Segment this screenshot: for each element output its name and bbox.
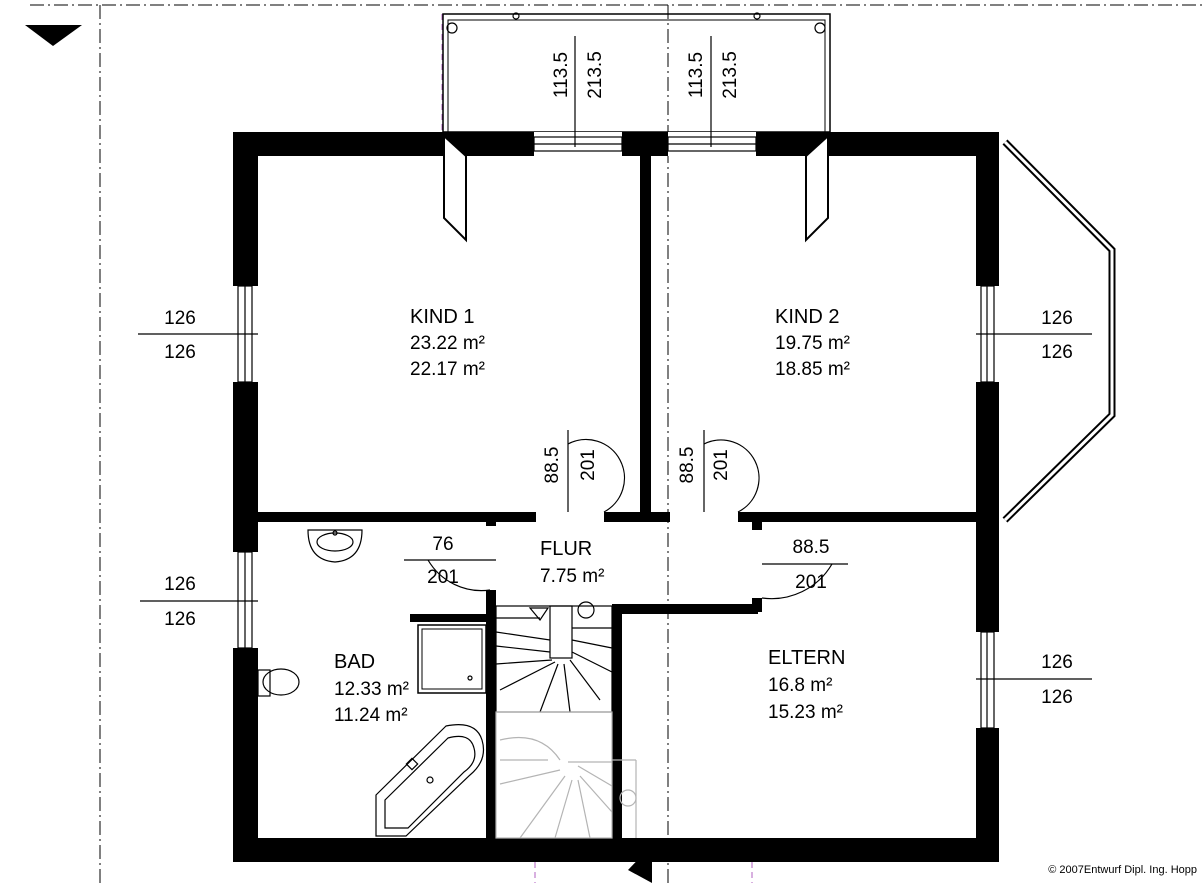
dim-label: 126 [164,342,196,363]
room-kind1: KIND 1 23.22 m² 22.17 m² [410,306,485,380]
dim-label: 201 [711,449,732,481]
room-eltern: ELTERN 16.8 m² 15.23 m² [768,647,845,723]
door-dimensions: 88.5 201 88.5 201 76 201 88.5 201 [427,447,829,593]
room-area-net: 15.23 m² [768,702,843,723]
room-kind2: KIND 2 19.75 m² 18.85 m² [775,306,850,380]
room-area-gross: 16.8 m² [768,675,832,696]
room-area-net: 18.85 m² [775,359,850,380]
dim-label: 201 [427,567,459,588]
dim-label: 126 [1041,652,1073,673]
sink-icon [307,529,363,563]
copyright: © 2007Entwurf Dipl. Ing. Hopp [1048,864,1197,876]
room-name: ELTERN [768,647,845,669]
dim-label: 213.5 [720,51,741,99]
dim-label: 126 [1041,687,1073,708]
walls [233,132,999,862]
dim-label: 213.5 [585,51,606,99]
dim-label: 88.5 [677,447,698,484]
dim-label: 76 [432,534,453,555]
dim-label: 113.5 [551,52,572,98]
room-area-gross: 7.75 m² [540,566,604,587]
dim-label: 201 [578,449,599,481]
dim-label: 88.5 [542,447,563,484]
bay-window [1002,139,1116,523]
bathroom-fixtures [257,529,485,837]
room-name: BAD [334,651,375,673]
staircase [495,601,637,839]
window-dimension-lines [138,36,1092,680]
bathtub-icon [375,724,485,837]
room-area-gross: 19.75 m² [775,333,850,354]
room-flur: FLUR 7.75 m² [540,538,604,587]
room-area-net: 22.17 m² [410,359,485,380]
dim-label: 113.5 [686,52,707,98]
room-area-gross: 12.33 m² [334,679,409,700]
room-bad: BAD 12.33 m² 11.24 m² [334,651,409,726]
dim-label: 126 [1041,342,1073,363]
dim-label: 201 [795,572,827,593]
dim-label: 126 [164,308,196,329]
room-name: FLUR [540,538,592,560]
room-area-gross: 23.22 m² [410,333,485,354]
dim-label: 126 [164,574,196,595]
room-area-net: 11.24 m² [334,705,408,726]
window-dimensions: 126 126 126 126 126 126 126 126 113.5 21… [164,51,1073,708]
dim-label: 88.5 [793,537,830,558]
chimneys [443,133,829,243]
dim-label: 126 [1041,308,1073,329]
doors [404,430,848,600]
balcony [442,12,831,133]
dim-label: 126 [164,609,196,630]
section-marker-icon [25,25,82,46]
toilet-icon [257,668,300,697]
room-name: KIND 1 [410,306,474,328]
room-name: KIND 2 [775,306,839,328]
